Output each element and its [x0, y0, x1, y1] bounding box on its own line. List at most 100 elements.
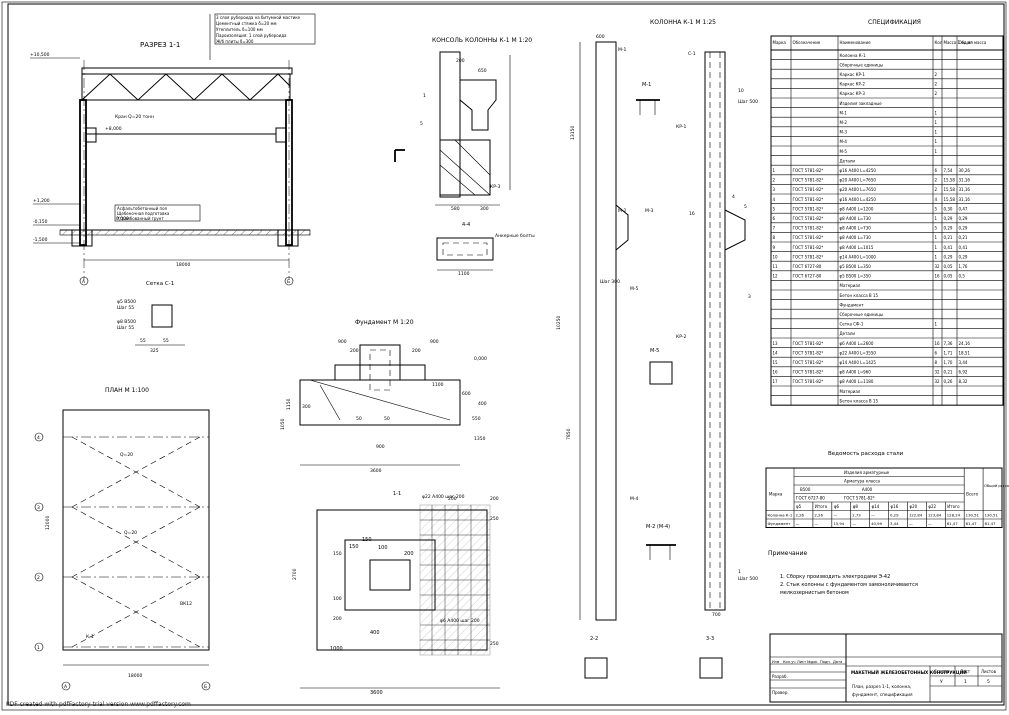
spec-cell: 18,51 [959, 350, 971, 355]
svg-text:900: 900 [430, 339, 439, 345]
spec-cell: φ14 A400 L=1000 [840, 254, 877, 259]
svg-text:3: 3 [37, 505, 40, 511]
svg-text:Лист: Лист [797, 660, 806, 664]
note-3: мелкозернистым бетоном [780, 590, 849, 596]
svg-text:5: 5 [420, 121, 423, 127]
svg-text:К-1: К-1 [86, 634, 94, 640]
svg-text:150: 150 [362, 537, 372, 543]
spec-cell: М-4 [840, 139, 848, 144]
svg-text:200: 200 [333, 616, 342, 622]
setka-title: Сетка С-1 [146, 281, 174, 287]
svg-text:700: 700 [712, 612, 721, 618]
spec-header: Кол [935, 40, 943, 45]
spec-cell: Каркас КР-3 [840, 91, 866, 96]
svg-text:3 слоя рубероида на битумной м: 3 слоя рубероида на битумной мастике [216, 15, 301, 20]
roof-slab [81, 67, 293, 75]
steel-cell: — [814, 521, 818, 526]
spec-cell: 0,29 [959, 254, 968, 259]
spec-cell: Сборочные единицы [840, 312, 883, 317]
steel-cell: 130,51 [966, 513, 980, 518]
spec-cell: 3 [773, 187, 776, 192]
svg-text:10250: 10250 [556, 316, 562, 330]
spec-cell: ГОСТ 5781-82* [793, 178, 824, 183]
spec-header: Марка [773, 40, 787, 45]
spec-cell: 0,41 [959, 245, 968, 250]
svg-text:150: 150 [349, 544, 359, 550]
steel-h-gost1: ГОСТ 6727-80 [796, 496, 825, 501]
svg-text:1100: 1100 [458, 271, 470, 277]
steel-cell: — [833, 513, 837, 518]
spec-cell: 6,92 [959, 370, 968, 375]
spec-cell: 2 [935, 187, 938, 192]
svg-text:КР-1: КР-1 [676, 124, 687, 130]
spec-cell: 8 [935, 360, 938, 365]
svg-text:1350: 1350 [474, 436, 486, 442]
svg-text:Изм: Изм [772, 660, 780, 664]
spec-cell: 1 [935, 149, 938, 154]
svg-text:200: 200 [456, 58, 465, 64]
spec-cell: 1 [935, 245, 938, 250]
steel-col-header: φ20 [909, 504, 917, 509]
spec-cell: 15,58 [944, 178, 956, 183]
svg-text:3-3: 3-3 [706, 636, 714, 642]
spec-cell: 0,21 [959, 235, 968, 240]
svg-text:1: 1 [37, 645, 40, 651]
spec-cell: 15 [773, 360, 779, 365]
svg-text:Шаг 55: Шаг 55 [117, 305, 134, 311]
steel-cell: 2,26 [796, 513, 805, 518]
svg-text:М-1: М-1 [642, 82, 651, 88]
plan-drawing: ПЛАН М 1:100 Q=20 Q=20 ВК12 К-1 18000 12… [34, 387, 211, 691]
svg-text:-1,500: -1,500 [33, 237, 48, 243]
spec-cell: ГОСТ 5781-82* [793, 341, 824, 346]
steel-cell: 61,47 [966, 521, 977, 526]
svg-text:Шаг 300: Шаг 300 [600, 279, 620, 285]
spec-cell: 5 [935, 226, 938, 231]
svg-text:№док: №док [807, 660, 818, 664]
svg-text:1: 1 [964, 679, 967, 685]
steel-cell: — [871, 513, 875, 518]
svg-text:2700: 2700 [292, 568, 298, 580]
svg-text:150: 150 [333, 551, 342, 557]
spec-cell: 15,58 [944, 197, 956, 202]
svg-text:2-2: 2-2 [590, 636, 598, 642]
spec-cell: 32 [935, 370, 941, 375]
steel-cell: 61,47 [947, 521, 958, 526]
spec-cell: φ16 A400 L=4250 [840, 197, 877, 202]
spec-cell: 32 [935, 264, 941, 269]
svg-text:4: 4 [732, 194, 735, 200]
spec-cell: φ20 A400 L=7650 [840, 187, 877, 192]
spec-cell: ГОСТ 5781-82* [793, 206, 824, 211]
spec-cell: Каркас КР-2 [840, 82, 866, 87]
svg-text:Утрамбованный грунт: Утрамбованный грунт [117, 216, 164, 221]
svg-text:Шаг 55: Шаг 55 [117, 325, 134, 331]
spec-title: СПЕЦИФИКАЦИЯ [868, 19, 921, 26]
spec-cell: φ8 A400 L=730 [840, 226, 872, 231]
spec-cell: ГОСТ 5781-82* [793, 235, 824, 240]
spec-cell: 0,26 [944, 379, 953, 384]
spec-cell: φ5 B500 L=350 [840, 274, 872, 279]
steel-cell: 122,84 [909, 513, 923, 518]
svg-text:3600: 3600 [370, 468, 382, 474]
svg-text:1150: 1150 [286, 398, 292, 410]
svg-text:3600: 3600 [370, 690, 383, 696]
svg-text:Кол.уч: Кол.уч [783, 660, 795, 664]
spec-cell: 16 [773, 370, 779, 375]
svg-text:250: 250 [490, 516, 499, 522]
spec-cell: 30,26 [959, 168, 971, 173]
spec-cell: 16 [935, 274, 941, 279]
svg-text:Б: Б [287, 279, 290, 285]
svg-text:М-2: М-2 [618, 208, 627, 214]
spec-cell: φ8 A400 L=960 [840, 370, 872, 375]
svg-text:План, разрез 1-1, колонна,: План, разрез 1-1, колонна, [852, 684, 911, 689]
roof-layers-callout: 3 слоя рубероида на битумной мастике Цем… [209, 13, 316, 60]
spec-cell: 1 [935, 254, 938, 259]
steel-h-a400: A400 [862, 487, 873, 492]
steel-col-header: φ6 [834, 504, 840, 509]
steel-cell: 15,94 [833, 521, 844, 526]
spec-cell: 17 [773, 379, 779, 384]
truss [81, 73, 291, 101]
spec-cell: Бетон класса В 15 [840, 293, 879, 298]
spec-cell: 0,29 [944, 216, 953, 221]
spec-cell: 1 [935, 322, 938, 327]
